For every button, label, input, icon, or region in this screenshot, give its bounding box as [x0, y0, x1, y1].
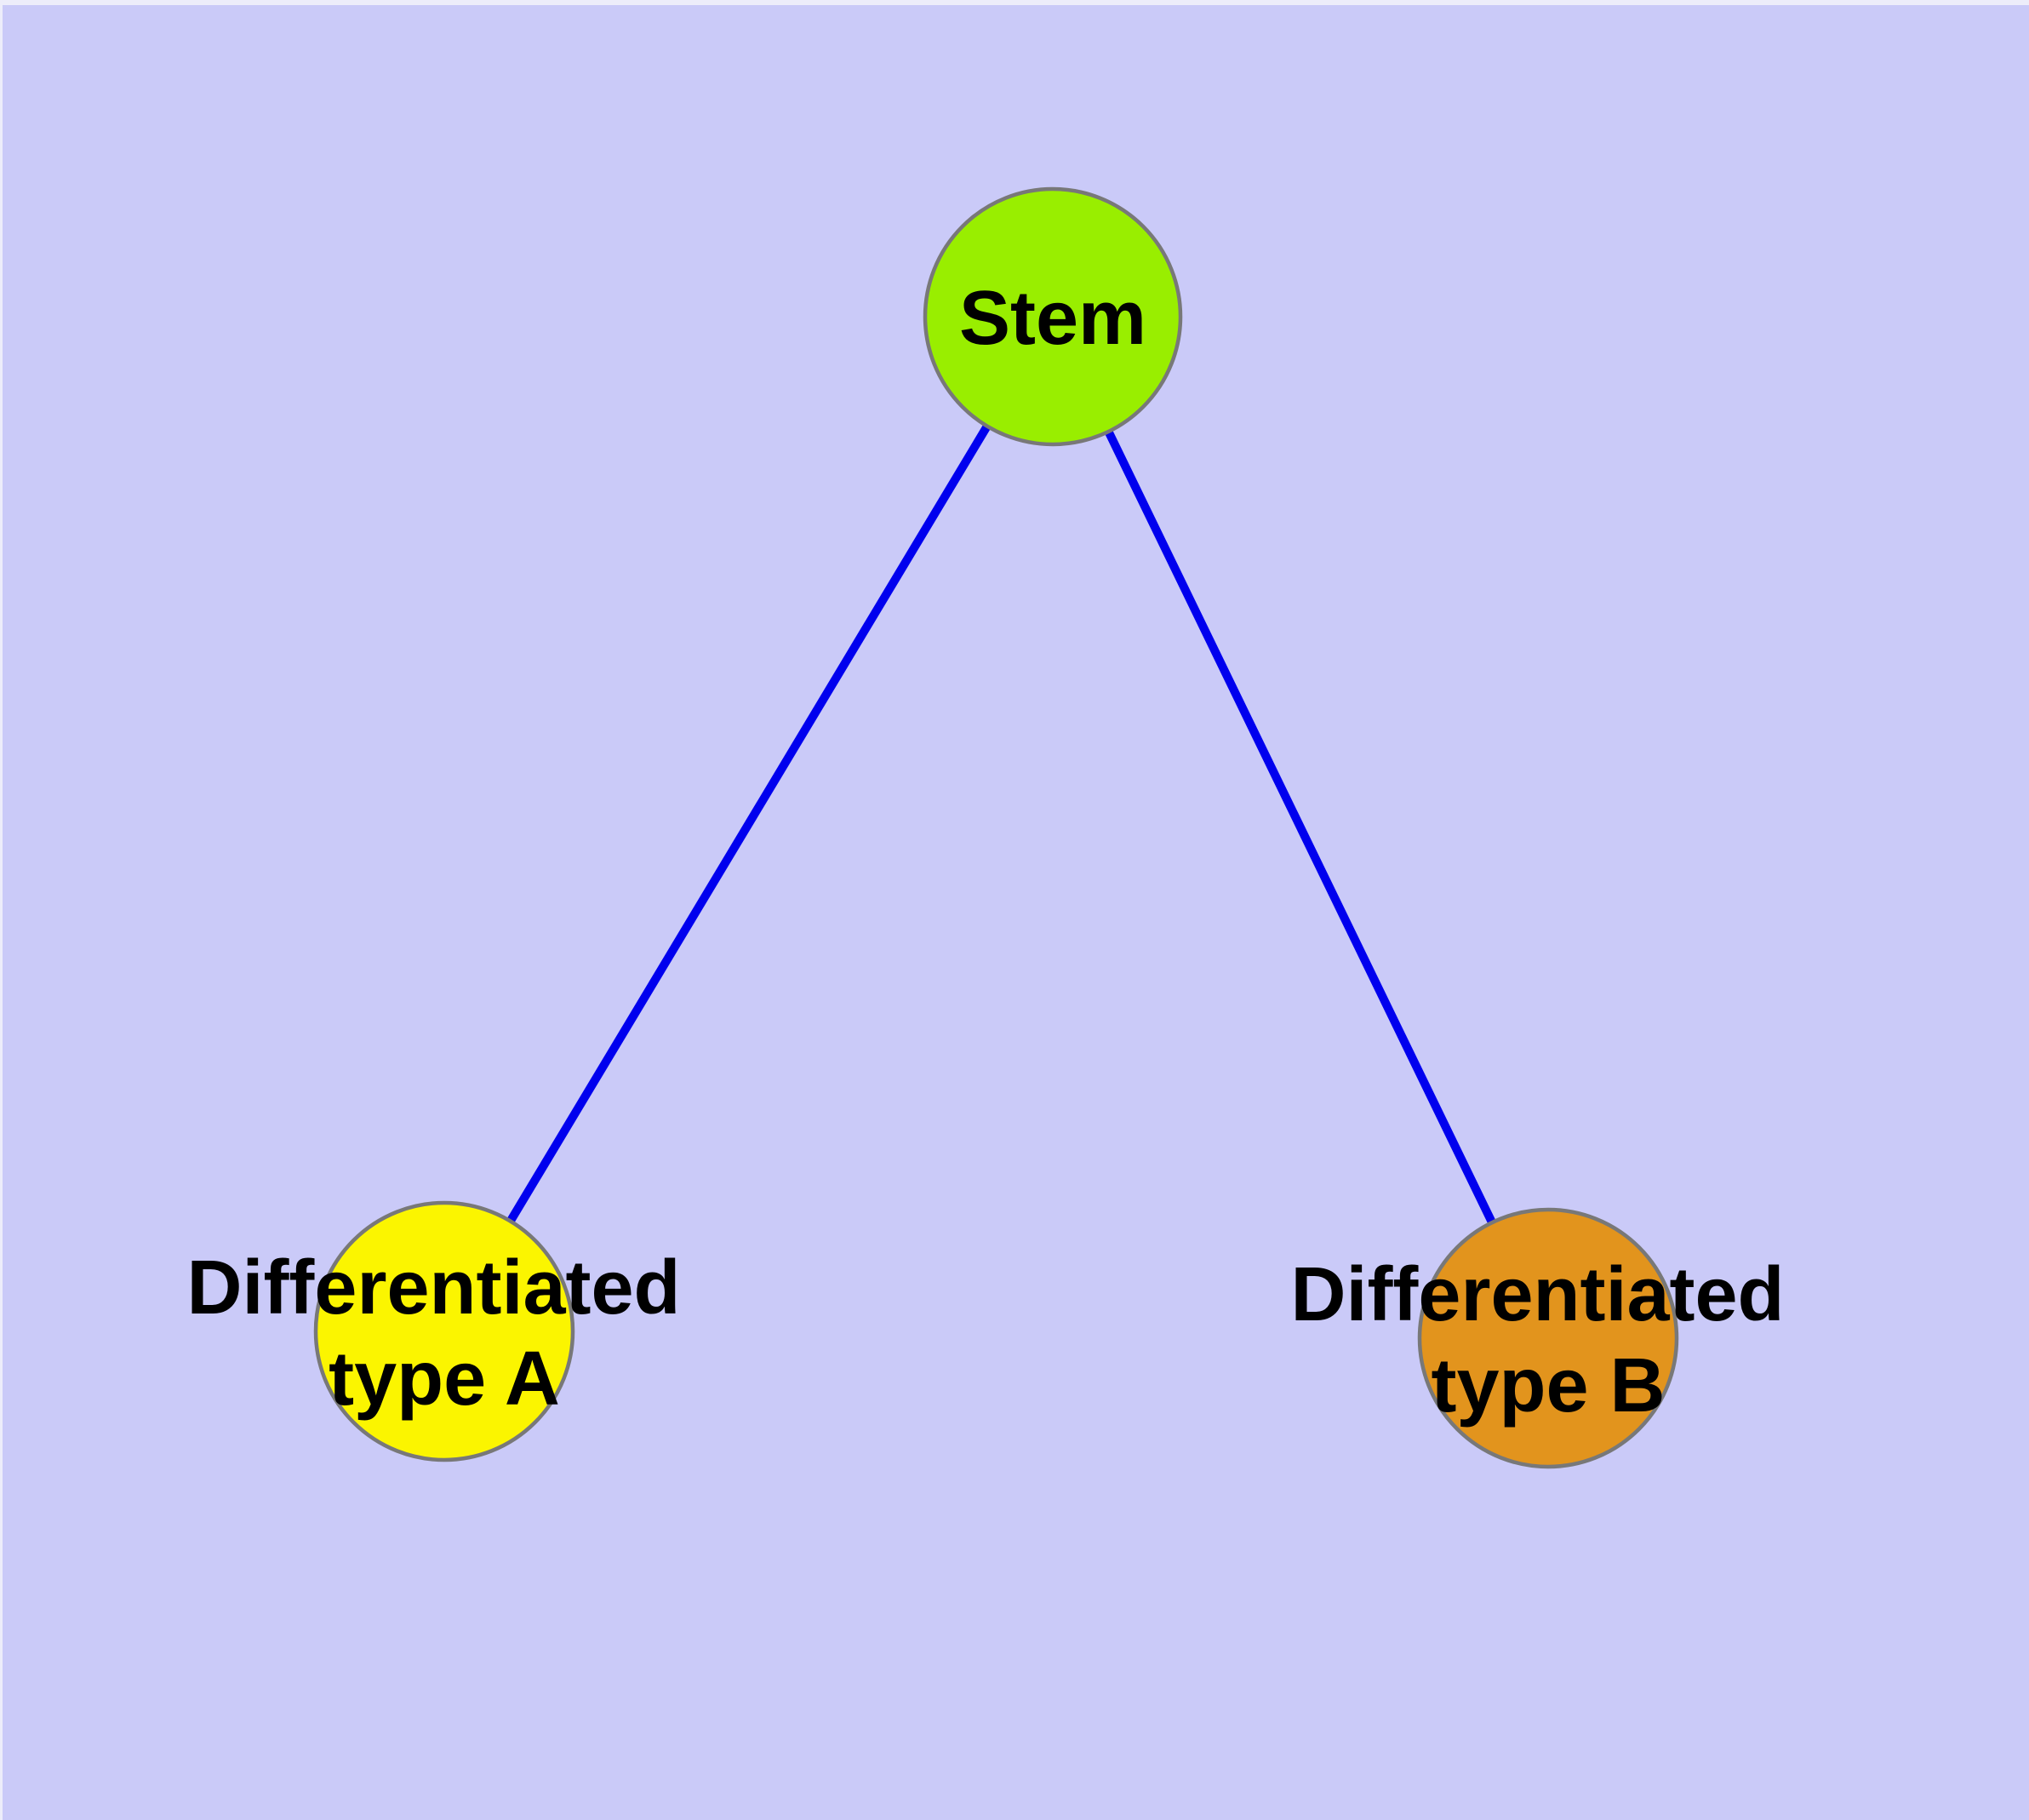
node-differentiated-type-b-label-line1: Differentiated	[1290, 1252, 1784, 1337]
node-stem-label: Stem	[959, 276, 1146, 361]
node-differentiated-type-a-label-line2: type A	[329, 1336, 560, 1422]
node-differentiated-type-a[interactable]	[313, 1200, 575, 1462]
node-differentiated-type-a-label-line1: Differentiated	[186, 1245, 680, 1331]
node-stem[interactable]	[923, 186, 1183, 447]
window-edge-top	[0, 0, 2029, 5]
edge-stem-to-type-a	[440, 314, 1057, 1334]
node-differentiated-type-b[interactable]	[1417, 1207, 1679, 1469]
node-differentiated-type-a-label: Differentiated type A	[186, 1245, 701, 1422]
window-edge-left	[0, 0, 3, 1820]
edge-stem-to-type-b	[1049, 314, 1552, 1341]
node-differentiated-type-b-label-line2: type B	[1431, 1343, 1665, 1428]
node-differentiated-type-b-label: Differentiated type B	[1290, 1252, 1805, 1428]
